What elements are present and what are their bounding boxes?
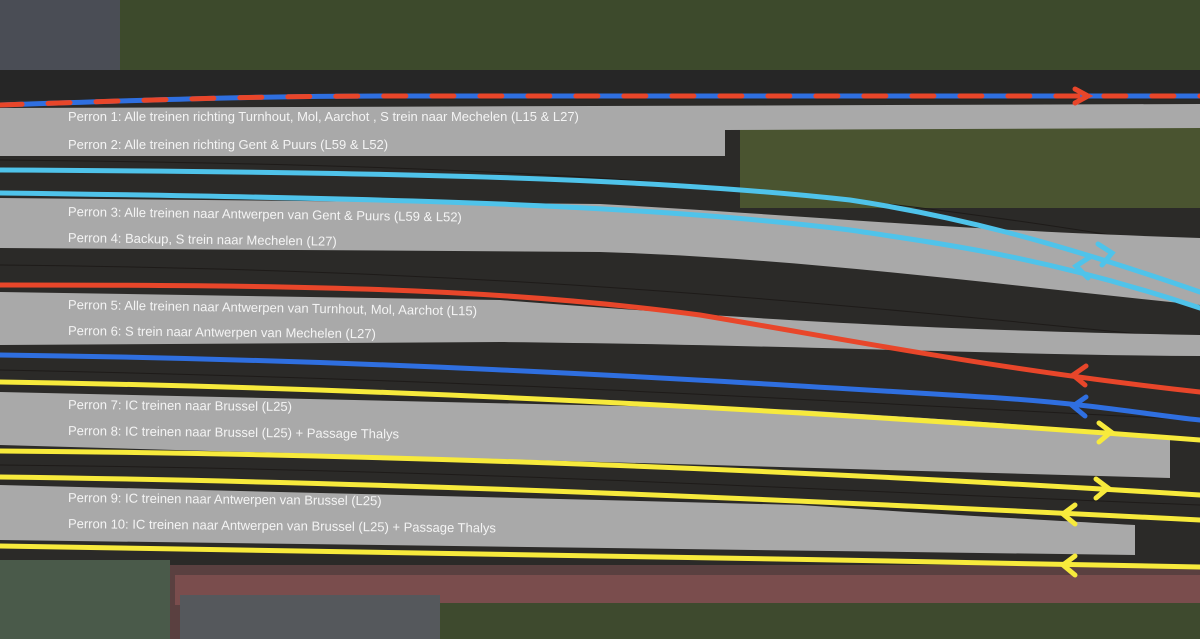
route-line-yellow-4	[0, 543, 1200, 570]
routes	[0, 86, 1200, 578]
platforms	[0, 104, 1200, 555]
platform-label-1: Perron 1: Alle treinen richting Turnhout…	[68, 109, 579, 124]
platform-3-4	[0, 198, 1200, 305]
arrow-right-icon	[1096, 420, 1116, 445]
platform-1-2	[0, 104, 1200, 156]
arrow-left-icon	[1068, 394, 1089, 419]
parking-road	[180, 595, 440, 639]
route-line-light-blue-2	[0, 190, 1200, 311]
arrow-left-icon	[1058, 502, 1078, 527]
arrow-right-icon	[1072, 86, 1094, 106]
arrow-left-icon	[1068, 363, 1089, 388]
platform-label-6: Perron 6: S trein naar Antwerpen van Mec…	[67, 323, 376, 342]
arrow-left-icon	[1072, 254, 1093, 281]
tracks	[0, 159, 1200, 506]
route-line-yellow-3	[0, 474, 1200, 523]
platform-label-7: Perron 7: IC treinen naar Brussel (L25)	[67, 397, 293, 414]
platform-7-8	[0, 392, 1170, 478]
arrow-right-icon	[1093, 476, 1113, 501]
route-line-yellow-1	[0, 379, 1200, 443]
building-top-left	[0, 0, 120, 70]
route-line-red	[0, 282, 1200, 395]
vegetation-bottom	[440, 603, 1200, 639]
platform-5-6	[0, 292, 1200, 356]
arrow-right-icon	[1095, 241, 1116, 268]
building-bottom-left	[0, 560, 170, 639]
route-line-light-blue-1	[0, 167, 1200, 295]
route-line-blue	[0, 352, 1200, 423]
route-line-red-dashed-top	[0, 93, 1200, 108]
platform-9-10	[0, 485, 1135, 555]
arrow-left-icon	[1058, 553, 1078, 578]
platform-label-2: Perron 2: Alle treinen richting Gent & P…	[68, 137, 389, 152]
route-line-yellow-2	[0, 448, 1200, 498]
